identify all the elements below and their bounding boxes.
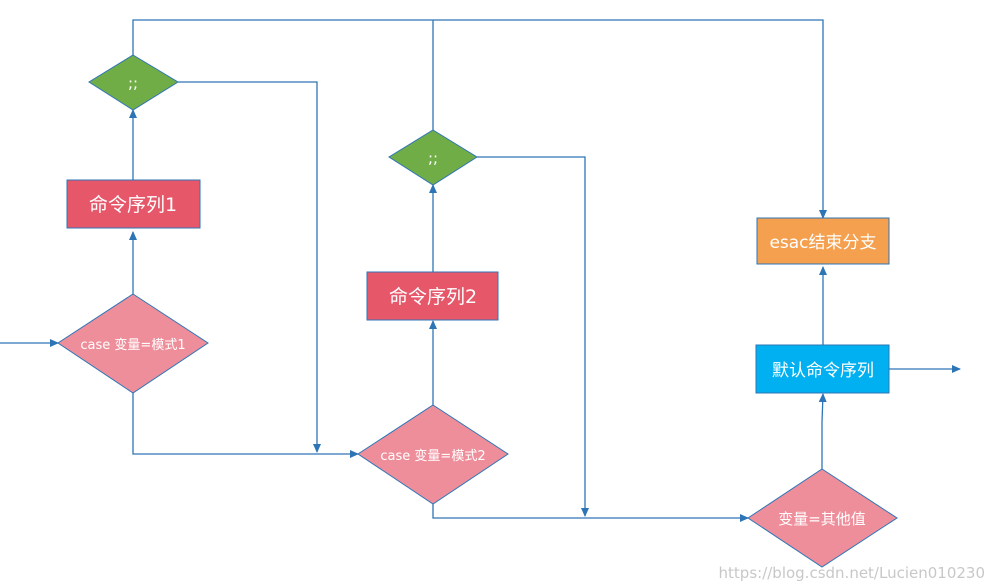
command-sequence-2-label: 命令序列2 — [389, 286, 477, 308]
default-command-sequence-label: 默认命令序列 — [772, 361, 874, 381]
other-value-diamond: 变量=其他值 — [747, 468, 898, 568]
other-value-label: 变量=其他值 — [778, 510, 866, 528]
semi1-to-esac-arrow — [132, 19, 827, 219]
case-pattern-2-label: case 变量=模式2 — [380, 448, 485, 464]
case2-to-other-arrow — [432, 504, 749, 522]
command-sequence-1-box: 命令序列1 — [66, 179, 201, 229]
case1-to-case2-arrow — [132, 393, 359, 458]
command-sequence-1-label: 命令序列1 — [89, 194, 177, 216]
semi2-right-arrow — [477, 156, 589, 517]
semicolon-label-1: ;; — [128, 74, 138, 92]
esac-end-branch-box: esac结束分支 — [756, 217, 890, 265]
other-to-default-arrow — [818, 393, 827, 469]
watermark-text: https://blog.csdn.net/Lucien010230 — [719, 564, 985, 582]
semicolon-diamond-1: ;; — [88, 54, 179, 111]
semicolon-label-2: ;; — [428, 149, 438, 167]
semicolon-diamond-2: ;; — [388, 129, 478, 186]
case-pattern-2-diamond: case 变量=模式2 — [357, 404, 509, 505]
connectors — [0, 19, 961, 522]
case-pattern-1-label: case 变量=模式1 — [80, 337, 185, 353]
default-command-sequence-box: 默认命令序列 — [755, 344, 890, 394]
esac-end-branch-label: esac结束分支 — [769, 233, 876, 253]
case-pattern-1-diamond: case 变量=模式1 — [57, 293, 209, 394]
command-sequence-2-box: 命令序列2 — [366, 271, 499, 321]
semi1-right-arrow — [178, 81, 321, 453]
